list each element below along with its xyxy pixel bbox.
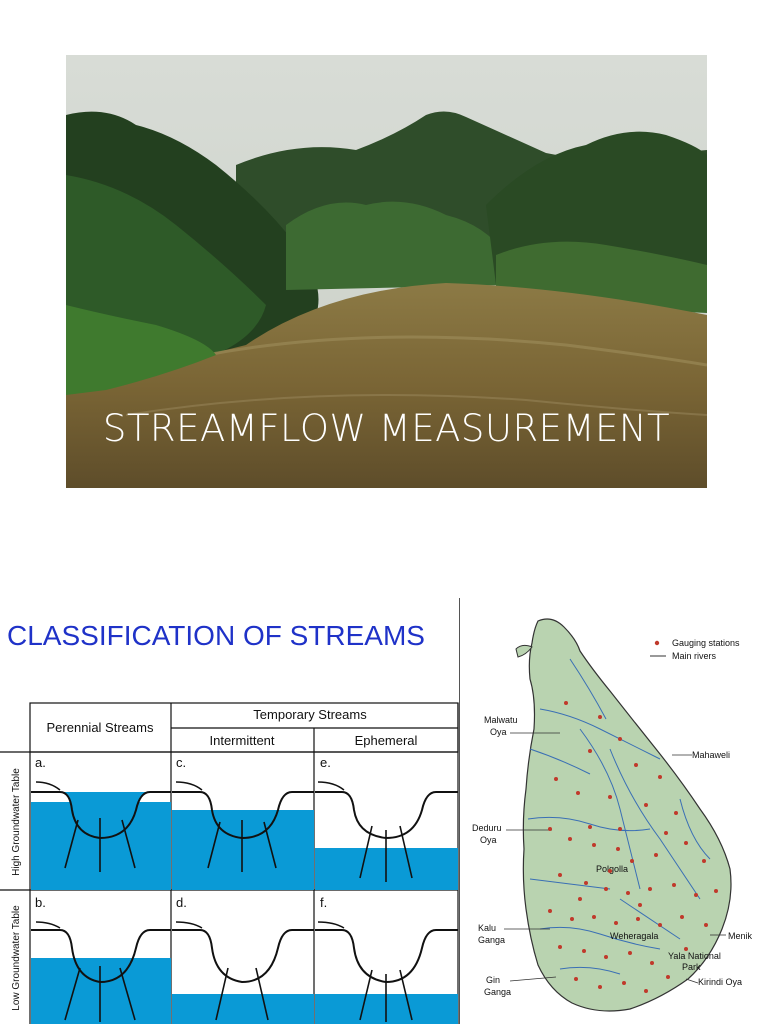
station-dot	[644, 803, 648, 807]
label-kalu-ganga: Ganga	[478, 935, 505, 945]
gauging-station-dots	[548, 701, 718, 993]
label-yala-park: Park	[682, 962, 701, 972]
station-dot	[574, 977, 578, 981]
station-dot	[618, 737, 622, 741]
station-dot	[628, 951, 632, 955]
label-kalu: Kalu	[478, 923, 496, 933]
station-dot	[666, 975, 670, 979]
panel-f: f.	[315, 895, 458, 1024]
station-dot	[604, 887, 608, 891]
island-outline	[522, 618, 732, 1012]
station-dot	[548, 827, 552, 831]
label-gin-ganga: Ganga	[484, 987, 511, 997]
legend-rivers: Main rivers	[672, 651, 717, 661]
stream-classification-diagram: Perennial Streams Temporary Streams Inte…	[0, 700, 460, 1024]
station-dot	[684, 841, 688, 845]
header-perennial: Perennial Streams	[47, 720, 154, 735]
row-label-high: High Groundwater Table	[11, 768, 22, 876]
station-dot	[588, 825, 592, 829]
station-dot	[614, 921, 618, 925]
station-dot	[616, 847, 620, 851]
panel-divider	[459, 598, 460, 1024]
station-dot	[564, 701, 568, 705]
station-dot	[592, 843, 596, 847]
label-malwatu: Malwatu	[484, 715, 518, 725]
label-deduru: Deduru	[472, 823, 502, 833]
label-deduru-oya: Oya	[480, 835, 497, 845]
station-dot	[584, 881, 588, 885]
panel-label-f: f.	[320, 895, 327, 910]
panel-label-a: a.	[35, 755, 46, 770]
station-dot	[638, 903, 642, 907]
station-dot	[658, 775, 662, 779]
station-dot	[582, 949, 586, 953]
station-dot	[576, 791, 580, 795]
gauging-stations-map: Gauging stations Main rivers Malwatu Oya…	[460, 599, 768, 1024]
station-dot	[604, 955, 608, 959]
label-malwatu-oya: Oya	[490, 727, 507, 737]
header-temporary: Temporary Streams	[253, 707, 367, 722]
station-dot	[558, 873, 562, 877]
panel-label-d: d.	[176, 895, 187, 910]
section-title: CLASSIFICATION OF STREAMS	[7, 620, 425, 651]
station-dot	[650, 961, 654, 965]
label-polgolla: Polgolla	[596, 864, 628, 874]
label-menik: Menik	[728, 931, 753, 941]
station-dot	[626, 891, 630, 895]
station-dot	[680, 915, 684, 919]
panel-label-c: c.	[176, 755, 186, 770]
station-dot	[554, 777, 558, 781]
station-dot	[634, 763, 638, 767]
station-dot	[598, 985, 602, 989]
label-kirindi: Kirindi Oya	[698, 977, 742, 987]
station-dot	[588, 749, 592, 753]
station-dot	[618, 827, 622, 831]
row-label-low: Low Groundwater Table	[11, 905, 22, 1011]
panel-a: a.	[31, 755, 171, 890]
station-dot	[570, 917, 574, 921]
panel-label-e: e.	[320, 755, 331, 770]
river-lines	[527, 658, 711, 975]
panel-e: e.	[315, 755, 458, 890]
label-mahaweli: Mahaweli	[692, 750, 730, 760]
label-yala: Yala National	[668, 951, 721, 961]
slide-title: STREAMFLOW MEASUREMENT	[102, 407, 671, 450]
station-dot	[648, 887, 652, 891]
station-dot	[658, 923, 662, 927]
station-dot	[644, 989, 648, 993]
station-dot	[578, 897, 582, 901]
station-dot	[608, 869, 612, 873]
panel-d: d.	[172, 895, 314, 1024]
panel-label-b: b.	[35, 895, 46, 910]
station-dot	[558, 945, 562, 949]
legend-stations: Gauging stations	[672, 638, 740, 648]
station-dot	[568, 837, 572, 841]
station-dot	[608, 795, 612, 799]
station-dot	[630, 859, 634, 863]
station-dot	[548, 909, 552, 913]
station-dot	[702, 859, 706, 863]
panel-c: c.	[172, 755, 314, 890]
label-gin: Gin	[486, 975, 500, 985]
station-dot	[684, 947, 688, 951]
header-intermittent: Intermittent	[209, 733, 274, 748]
station-dot	[598, 715, 602, 719]
station-dot	[622, 981, 626, 985]
station-dot	[704, 923, 708, 927]
station-dot	[672, 883, 676, 887]
river-photo: STREAMFLOW MEASUREMENT	[66, 55, 707, 488]
station-dot	[636, 917, 640, 921]
station-dot	[714, 889, 718, 893]
header-ephemeral: Ephemeral	[355, 733, 418, 748]
station-dot	[664, 831, 668, 835]
station-dot	[694, 893, 698, 897]
station-dot	[592, 915, 596, 919]
label-weheragala: Weheragala	[610, 931, 658, 941]
station-dot	[674, 811, 678, 815]
station-dot	[654, 853, 658, 857]
panel-b: b.	[31, 895, 171, 1024]
